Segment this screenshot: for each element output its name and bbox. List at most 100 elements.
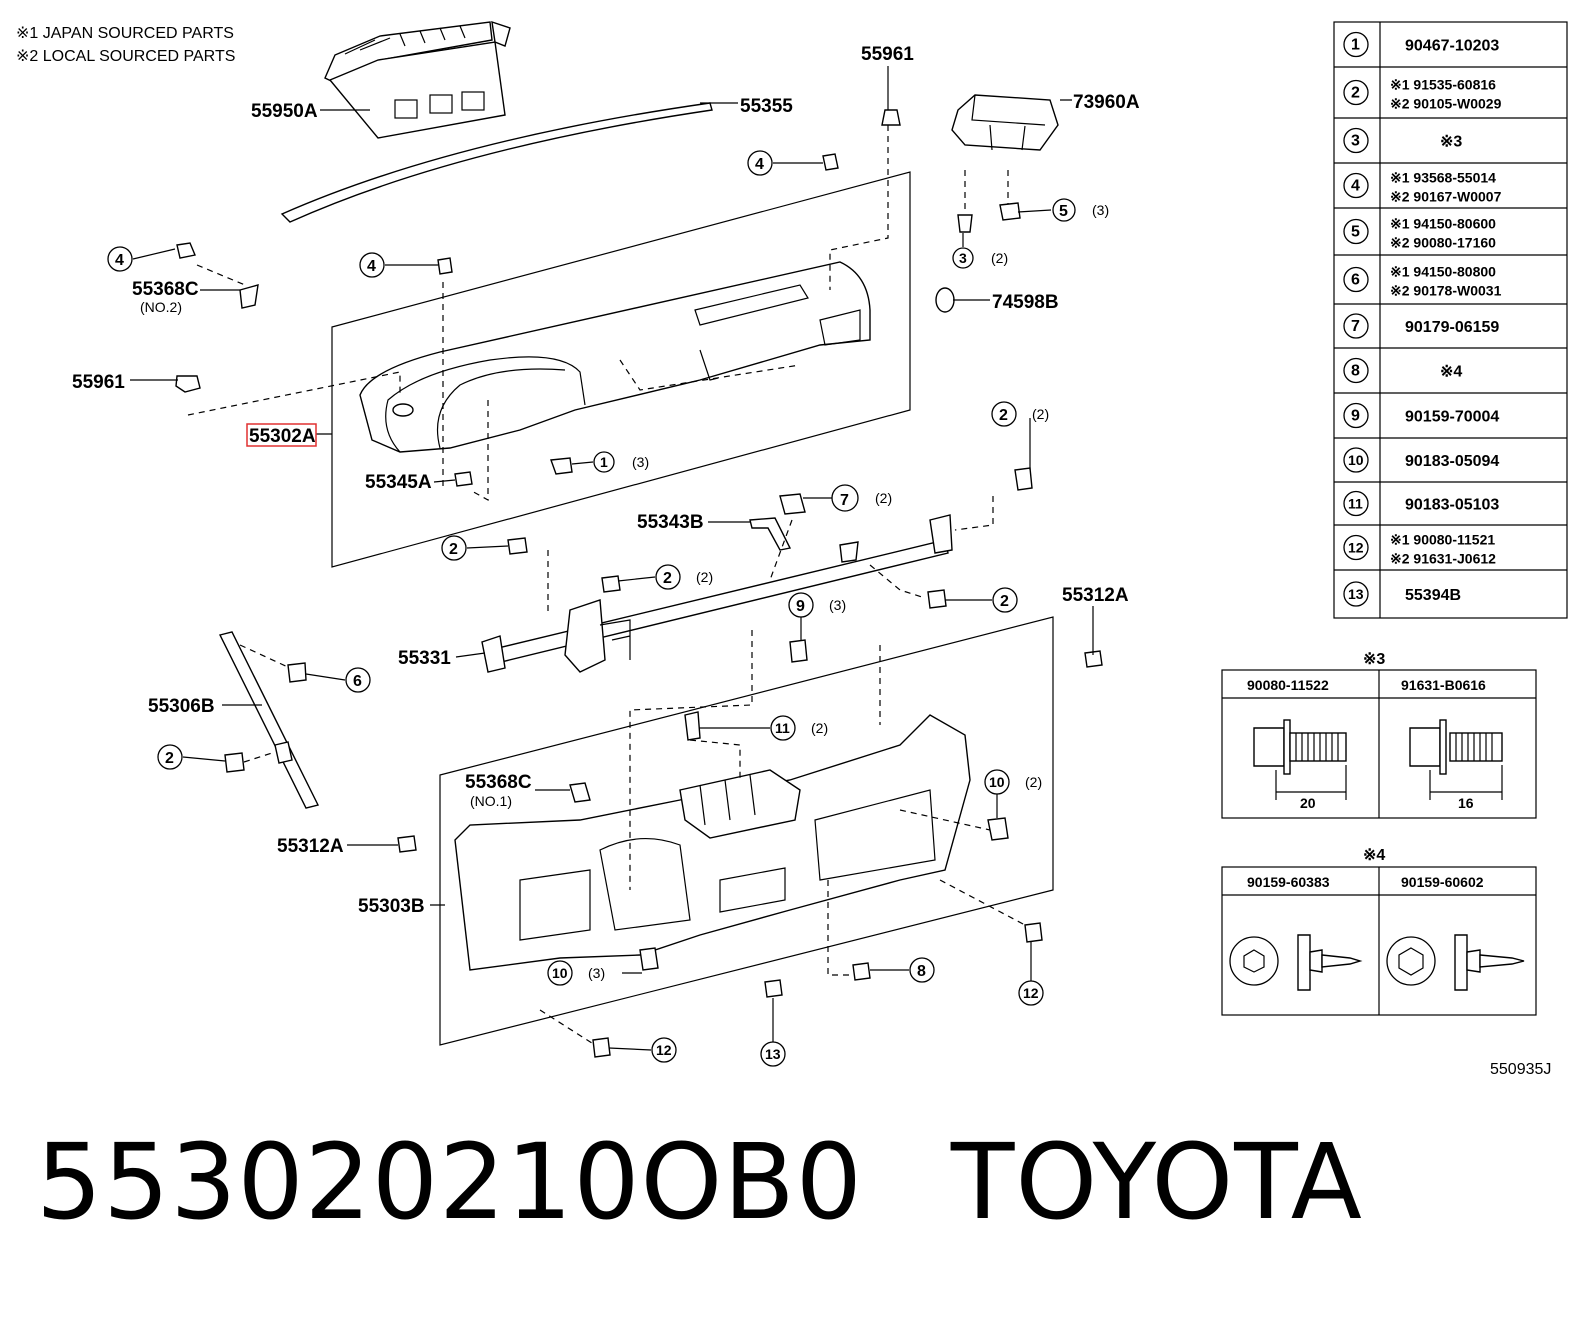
table-row-marker xyxy=(1343,447,1369,473)
screw-4-left xyxy=(176,242,196,259)
callout-55950A: 55950A xyxy=(251,101,318,122)
side-brace-drawing xyxy=(218,631,320,809)
table-row-marker xyxy=(1343,266,1369,293)
callout-55961-top: 55961 xyxy=(861,44,914,65)
table-row-number: 1 xyxy=(1351,37,1360,54)
ref3-dim-1: 20 xyxy=(1300,795,1316,811)
table-row-number: 8 xyxy=(1351,363,1360,380)
marker-number: 2 xyxy=(165,750,174,767)
clip-55961-top xyxy=(881,109,901,126)
table-row-part-number: ※2 90080-17160 xyxy=(1390,235,1496,251)
table-row-part-number: 90179-06159 xyxy=(1405,319,1499,336)
table-row-part-number: ※4 xyxy=(1440,364,1462,381)
marker-qty: (2) xyxy=(1025,774,1042,790)
table-row-part-number: 90467-10203 xyxy=(1405,38,1499,55)
marker-number: 1 xyxy=(600,454,608,470)
table-row-part-number: ※1 90080-11521 xyxy=(1390,532,1495,548)
table-row-number: 11 xyxy=(1348,496,1363,512)
marker-number: 2 xyxy=(449,541,458,558)
marker-number: 6 xyxy=(353,673,362,690)
table-row-part-number: 90159-70004 xyxy=(1405,409,1499,426)
callout-55961-left: 55961 xyxy=(72,372,125,393)
table-row-part-number: 55394B xyxy=(1405,587,1461,604)
bracket-55368C-no2 xyxy=(239,284,259,309)
table-row-part-number: 90183-05094 xyxy=(1405,453,1499,470)
table-row-number: 5 xyxy=(1351,224,1360,241)
table-row-part-number: ※2 91631-J0612 xyxy=(1390,551,1496,567)
marker-qty: (3) xyxy=(588,965,605,981)
callout-55331: 55331 xyxy=(398,648,451,669)
callout-74598B: 74598B xyxy=(992,292,1059,313)
table-row-number: 2 xyxy=(1351,85,1360,102)
upper-dash-panel-drawing xyxy=(359,261,871,453)
marker-number: 10 xyxy=(552,965,568,981)
nut-55345A xyxy=(454,471,473,487)
table-row-number: 9 xyxy=(1351,408,1360,425)
table-row-part-number: ※2 90167-W0007 xyxy=(1390,189,1502,205)
note-japan: ※1 JAPAN SOURCED PARTS xyxy=(16,25,234,42)
table-row-part-number: ※2 90178-W0031 xyxy=(1390,283,1502,299)
table-row-number: 10 xyxy=(1348,452,1364,468)
table-row-marker xyxy=(1343,402,1369,429)
defroster-nozzle-drawing xyxy=(324,20,511,139)
bolt-2-mid xyxy=(601,575,621,593)
callout-55368C-no2-sub: (NO.2) xyxy=(140,299,182,315)
table-row-part-number: ※2 90105-W0029 xyxy=(1390,96,1502,112)
clip-10-right xyxy=(987,817,1009,841)
table-row-marker xyxy=(1343,490,1369,517)
table-row-part-number: ※1 94150-80600 xyxy=(1390,216,1496,232)
table-row-marker xyxy=(1343,172,1369,199)
table-row-number: 3 xyxy=(1351,133,1360,150)
ref3-col-2: 91631-B0616 xyxy=(1401,677,1486,693)
marker-number: 4 xyxy=(115,252,124,269)
marker-qty: (3) xyxy=(1092,202,1109,218)
marker-group: 4 4 4 5(3) 3(2) 1(3) 7(2) 2(2) 2 2(2) 2 … xyxy=(107,150,1109,1067)
ref3-dim-2: 16 xyxy=(1458,795,1474,811)
marker-number: 12 xyxy=(1023,985,1039,1001)
table-row-number: 6 xyxy=(1351,272,1360,289)
marker-qty: (2) xyxy=(875,490,892,506)
marker-qty: (2) xyxy=(696,569,713,585)
lower-panel-frame xyxy=(439,616,1054,1046)
bolt-2-left xyxy=(507,537,528,555)
marker-number: 11 xyxy=(775,720,790,736)
ref3-col-1: 90080-11522 xyxy=(1247,677,1329,693)
marker-number: 7 xyxy=(840,492,849,509)
callout-55306B: 55306B xyxy=(148,696,215,717)
table-row-marker xyxy=(1343,31,1369,58)
footer-part-number: 553020210OB0 xyxy=(36,1121,863,1243)
clip-55312A-left xyxy=(397,835,417,853)
screw-12-bottom xyxy=(592,1037,611,1058)
clip-10-left xyxy=(639,947,659,971)
marker-number: 9 xyxy=(796,598,805,615)
callout-55355: 55355 xyxy=(740,96,793,117)
callout-55312A-right: 55312A xyxy=(1062,585,1129,606)
clip-55961-left xyxy=(175,375,201,393)
ref4-title: ※4 xyxy=(1363,847,1385,864)
marker-qty: (3) xyxy=(632,454,649,470)
footer-brand: TOYOTA xyxy=(950,1121,1363,1243)
ref-table-3: ※3 90080-11522 91631-B0616 20 16 xyxy=(1221,651,1537,819)
table-row-part-number: ※3 xyxy=(1440,134,1462,151)
bolt-2-brace xyxy=(224,752,245,773)
table-row-marker xyxy=(1343,357,1369,384)
callout-55368C-no1-sub: (NO.1) xyxy=(470,793,512,809)
marker-number: 12 xyxy=(656,1042,672,1058)
plug-74598B xyxy=(935,287,955,313)
bolt-2-right xyxy=(1014,467,1033,491)
table-row-marker xyxy=(1343,79,1369,106)
marker-qty: (2) xyxy=(1032,406,1049,422)
table-row-number: 12 xyxy=(1348,540,1364,556)
table-row-marker xyxy=(1343,218,1369,245)
marker-number: 2 xyxy=(999,407,1008,424)
table-row-part-number: 90183-05103 xyxy=(1405,497,1499,514)
marker-number: 5 xyxy=(1059,203,1068,220)
callout-73960A: 73960A xyxy=(1073,92,1140,113)
table-row-marker xyxy=(1343,313,1369,339)
marker-number: 2 xyxy=(663,570,672,587)
highlight-box xyxy=(246,423,317,447)
table-row-part-number: ※1 94150-80800 xyxy=(1390,264,1496,280)
